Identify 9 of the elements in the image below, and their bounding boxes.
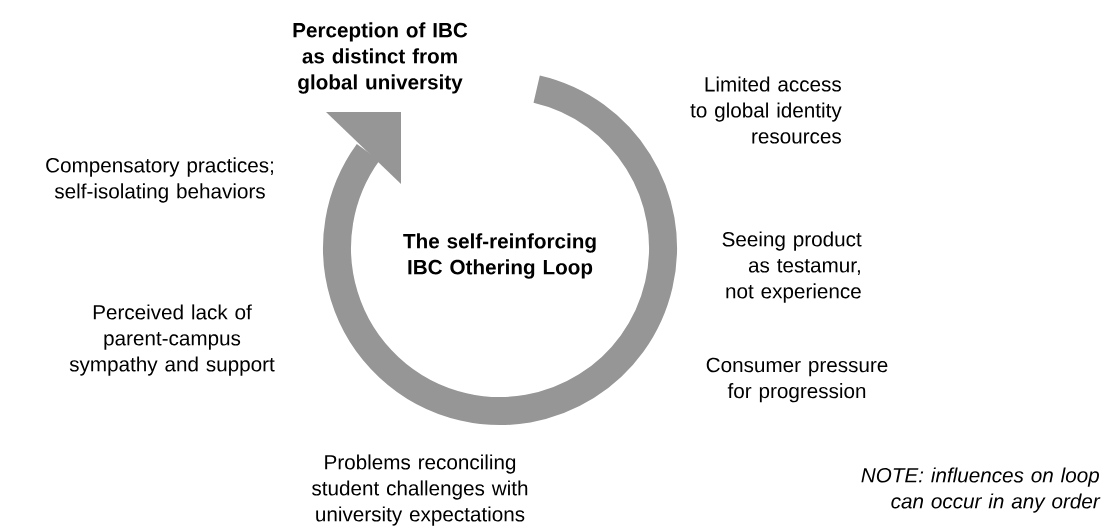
influence-label: Limited access to global identity resources: [690, 76, 842, 144]
influence-label: Seeing product as testamur, not experience: [722, 231, 862, 303]
loop-title: The self-reinforcing IBC Othering Loop: [403, 233, 596, 279]
influence-label: Consumer pressure for progression: [706, 357, 888, 403]
influence-label: Compensatory practices; self-isolating behaviors: [46, 157, 273, 203]
influence-label: Perceived lack of parent-campus sympathy and support: [69, 304, 275, 376]
note-text: NOTE: influences on loop can occur in any order: [861, 467, 1101, 513]
influence-label: Problems reconciling student challenges with university expectations: [312, 454, 528, 526]
loop-start-label: Perception of IBC as distinct from global university: [293, 22, 468, 94]
